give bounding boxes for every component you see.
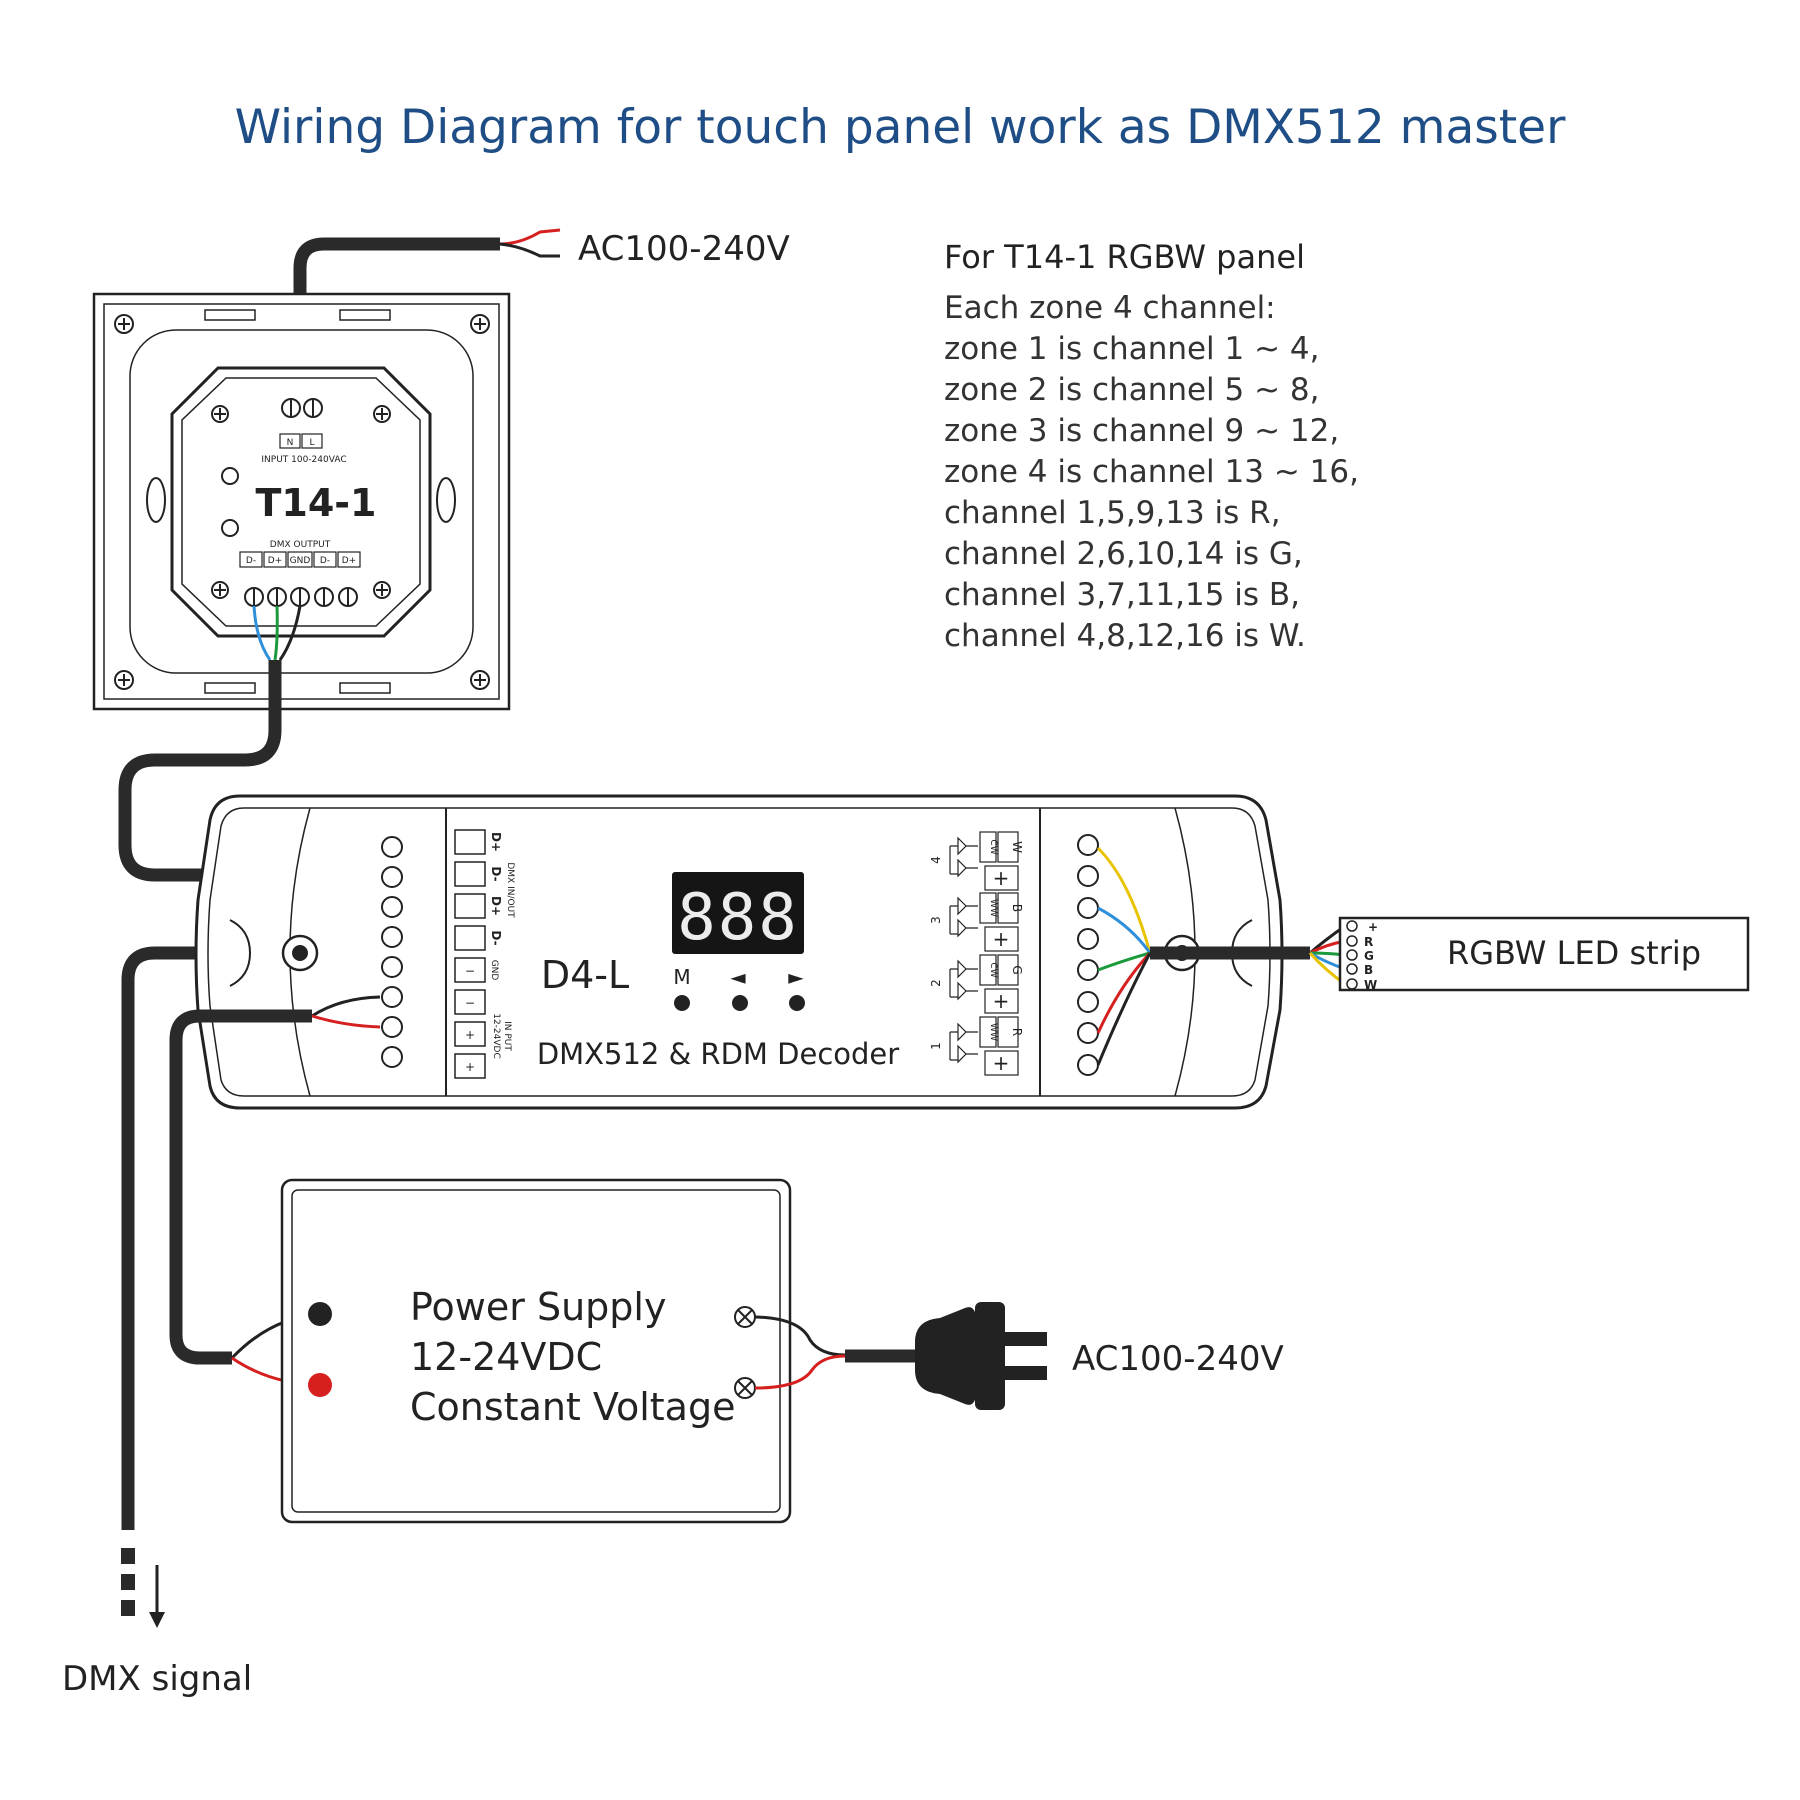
power-supply-positive-terminal bbox=[308, 1373, 332, 1397]
panel-dmx-terminal-label: D+ bbox=[268, 556, 282, 566]
notes-line: zone 2 is channel 5 ~ 8, bbox=[944, 372, 1320, 408]
ac-label-top: AC100-240V bbox=[578, 229, 790, 269]
notes-line: zone 3 is channel 9 ~ 12, bbox=[944, 413, 1339, 449]
panel-model: T14-1 bbox=[255, 481, 376, 525]
decoder-channel-label: CW bbox=[988, 962, 998, 977]
decoder-channel-color: W bbox=[1010, 841, 1024, 853]
decoder-channel-label: WW bbox=[988, 1023, 998, 1041]
notes-line: channel 1,5,9,13 is R, bbox=[944, 495, 1281, 531]
decoder-channel-1: 1 WW R + bbox=[929, 1016, 1024, 1076]
strip-pin-label: B bbox=[1364, 963, 1373, 977]
strip-pin-label: R bbox=[1364, 935, 1373, 949]
power-supply: Power Supply 12-24VDC Constant Voltage bbox=[280, 1178, 792, 1524]
decoder-terminal-label: − bbox=[465, 996, 475, 1010]
decoder-seven-segment-display bbox=[672, 872, 804, 954]
panel-dmx-screw-terminals bbox=[244, 587, 358, 607]
decoder-subtitle: DMX512 & RDM Decoder bbox=[537, 1037, 899, 1071]
decoder-left-terminal-circles bbox=[381, 836, 403, 1068]
decoder-terminal-label: − bbox=[465, 964, 475, 978]
ac-plug-icon bbox=[915, 1302, 1047, 1410]
decoder-button-label-m: M bbox=[673, 965, 690, 989]
led-strip-cable bbox=[1096, 846, 1346, 1066]
decoder-channel-color: R bbox=[1010, 1028, 1024, 1036]
notes-heading: For T14-1 RGBW panel bbox=[944, 238, 1305, 276]
panel-dmx-terminal-label: GND bbox=[290, 556, 311, 566]
decoder-channel-number: 2 bbox=[929, 979, 943, 987]
decoder-channel-4: 4 CW W + bbox=[929, 831, 1024, 891]
decoder-display-digits: 888 bbox=[677, 881, 799, 955]
decoder-terminal-label: + bbox=[465, 1060, 475, 1074]
decoder-button-left bbox=[732, 995, 748, 1011]
decoder-terminal-label: D+ bbox=[489, 896, 503, 916]
decoder-channel-3: 3 WW B + bbox=[929, 892, 1024, 952]
decoder-channel-number: 1 bbox=[929, 1042, 943, 1050]
decoder-channel-label: WW bbox=[988, 899, 998, 917]
decoder-channel-color: G bbox=[1010, 965, 1024, 974]
panel-dmx-terminals: D- D+ GND D- D+ bbox=[239, 551, 361, 568]
decoder-channel-number: 4 bbox=[929, 856, 943, 864]
panel-dmx-terminal-label: D- bbox=[246, 556, 256, 566]
decoder-button-right bbox=[789, 995, 805, 1011]
decoder-channel-color: B bbox=[1010, 904, 1024, 912]
strip-pin-label: + bbox=[1368, 920, 1378, 934]
panel-dmx-terminal-label: D- bbox=[320, 556, 330, 566]
decoder-terminal-label: D- bbox=[489, 866, 503, 881]
ac-plug-cable bbox=[754, 1315, 920, 1390]
decoder-channel-plus: + bbox=[993, 989, 1010, 1013]
channel-notes: For T14-1 RGBW panel Each zone 4 channel… bbox=[944, 238, 1359, 654]
strip-pin-label: G bbox=[1364, 949, 1374, 963]
decoder-dmx-inout-label: DMX IN/OUT bbox=[505, 862, 515, 918]
touch-panel-t14-1: N L INPUT 100-240VAC T14-1 DMX OUTPUT D-… bbox=[92, 292, 511, 711]
dmx-signal-label: DMX signal bbox=[62, 1659, 252, 1699]
decoder-button-label-right: ► bbox=[788, 965, 804, 989]
decoder-channel-plus: + bbox=[993, 1051, 1010, 1075]
notes-line: channel 4,8,12,16 is W. bbox=[944, 618, 1306, 654]
strip-label: RGBW LED strip bbox=[1447, 934, 1701, 972]
decoder-gnd-label: GND bbox=[489, 960, 499, 981]
decoder-channel-number: 3 bbox=[929, 916, 943, 924]
decoder-channel-plus: + bbox=[993, 927, 1010, 951]
decoder-channel-label: CW bbox=[988, 839, 998, 854]
power-supply-label: Power Supply bbox=[410, 1285, 666, 1329]
strip-pin-label: W bbox=[1364, 978, 1377, 992]
power-supply-voltage: 12-24VDC bbox=[410, 1335, 602, 1379]
decoder-button-label-left: ◄ bbox=[730, 965, 746, 989]
panel-dmx-output-label: DMX OUTPUT bbox=[270, 540, 331, 550]
decoder-input-voltage-label: 12-24VDC bbox=[491, 1013, 501, 1059]
panel-input-label: INPUT 100-240VAC bbox=[261, 455, 346, 465]
notes-line: channel 3,7,11,15 is B, bbox=[944, 577, 1300, 613]
power-supply-type: Constant Voltage bbox=[410, 1385, 735, 1429]
decoder-channel-2: 2 CW G + bbox=[929, 954, 1024, 1014]
decoder-terminal-label: D+ bbox=[489, 832, 503, 852]
rgbw-led-strip: + R G B W RGBW LED strip bbox=[1338, 916, 1750, 992]
power-supply-negative-terminal bbox=[308, 1302, 332, 1326]
notes-line: Each zone 4 channel: bbox=[944, 290, 1276, 326]
decoder-right-terminal-circles bbox=[1077, 834, 1099, 1076]
notes-line: zone 4 is channel 13 ~ 16, bbox=[944, 454, 1359, 490]
ac-label-bottom: AC100-240V bbox=[1072, 1339, 1284, 1379]
decoder-button-m bbox=[674, 995, 690, 1011]
diagram-title: Wiring Diagram for touch panel work as D… bbox=[235, 100, 1567, 155]
decoder-input-label: IN PUT bbox=[502, 1021, 512, 1051]
decoder-terminal-label: D- bbox=[489, 930, 503, 945]
notes-line: channel 2,6,10,14 is G, bbox=[944, 536, 1303, 572]
decoder-d4-l: D+ D- D+ D- − − + + DMX IN/OUT GND IN PU… bbox=[194, 794, 1284, 1110]
panel-terminal-l: L bbox=[309, 438, 314, 448]
panel-dmx-terminal-label: D+ bbox=[342, 556, 356, 566]
notes-line: zone 1 is channel 1 ~ 4, bbox=[944, 331, 1320, 367]
decoder-left-terminal-labels: D+ D- D+ D- − − + + DMX IN/OUT GND IN PU… bbox=[454, 829, 515, 1079]
decoder-terminal-label: + bbox=[465, 1028, 475, 1042]
decoder-channel-plus: + bbox=[993, 866, 1010, 890]
panel-corner-screw bbox=[114, 314, 490, 690]
decoder-model: D4-L bbox=[541, 953, 629, 997]
panel-terminal-n: N bbox=[287, 438, 294, 448]
